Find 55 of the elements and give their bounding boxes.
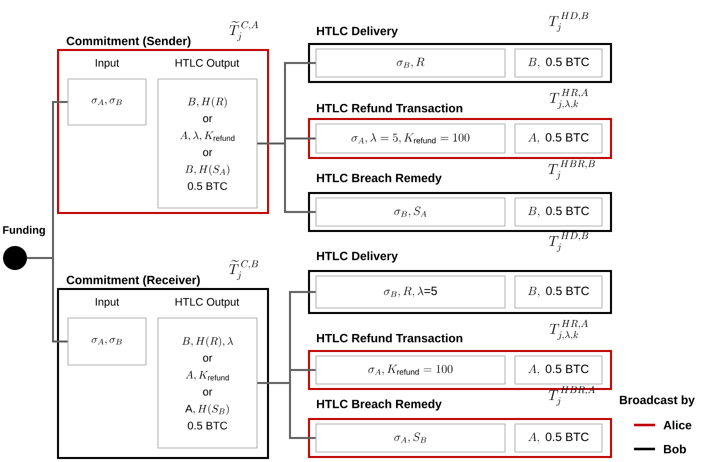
node-label: $\text{A}, H(S_B)$ (185, 404, 229, 416)
transaction-symbol: $\widetilde{T}_j^{\,C,A}$ (229, 21, 258, 42)
field-box: $A,\ \text{0.5 BTC}$ (514, 424, 602, 452)
transaction-symbol: $T_{j,\lambda,k}^{\,HR,A}$ (550, 320, 588, 340)
field-box: $B,\ \text{0.5 BTC}$ (514, 198, 602, 226)
column-heading: Input (96, 298, 120, 308)
node-label: or (203, 390, 212, 396)
box-title: Commitment (Sender) (66, 36, 190, 48)
field-box: $B,\ \text{0.5 BTC}$ (514, 48, 602, 78)
column-heading: Input (96, 59, 120, 69)
box-title: HTLC Refund Transaction (317, 334, 462, 342)
node-label: or (203, 356, 212, 362)
connector-line (27, 257, 68, 342)
field-box: $A,\ \text{0.5 BTC}$ (514, 356, 602, 384)
box-title: HTLC Delivery (317, 251, 398, 263)
node-label: $A, \lambda, K_{\mathrm{refund}}$ (180, 131, 234, 142)
transaction-symbol: $T_{j,\lambda,k}^{\,HR,A}$ (550, 88, 588, 110)
connector-line (257, 142, 316, 213)
legend-label: Alice (664, 420, 692, 430)
box-title: HTLC Breach Remedy (317, 173, 442, 185)
column-heading: HTLC Output (176, 298, 240, 308)
node-caption: Funding (3, 226, 45, 236)
transaction-symbol: $T_j^{\,HD,B}$ (548, 232, 588, 252)
field-box: $\sigma_B, R$ (316, 48, 506, 78)
node-label: 0.5 BTC (188, 182, 228, 190)
box-title: Commitment (Receiver) (66, 275, 200, 287)
transaction-symbol: $\widetilde{T}_j^{\,C,B}$ (229, 260, 258, 280)
node-label: $B, H(S_A)$ (185, 164, 230, 176)
transaction-symbol: $T_j^{\,HBR,B}$ (548, 160, 595, 180)
connector-line (257, 382, 316, 439)
legend-label: Bob (664, 444, 686, 454)
field-box: $B, H(R)$ or $A, \lambda, K_{\mathrm{refund}}$ or $B, H(S_A)$ 0.5 BTC (158, 78, 258, 208)
field-box: $\sigma_B, R, \lambda\text{=5}$ (316, 276, 506, 308)
transaction-symbol: $T_j^{\,HBR,A}$ (548, 386, 595, 406)
field-box: $\sigma_A, \lambda = 5, K_{\mathrm{refund}} = 100$ (316, 124, 506, 154)
box-title: HTLC Delivery (317, 26, 398, 38)
column-heading: HTLC Output (176, 59, 240, 69)
node-label: or (203, 150, 212, 156)
node-label: $A, K_{\mathrm{refund}}$ (186, 370, 229, 381)
field-box: $B,\ \text{0.5 BTC}$ (514, 276, 602, 308)
field-box: $\sigma_A, \sigma_B$ (68, 318, 146, 366)
node-label: $B, H(R)$ (188, 97, 227, 108)
node-label: or (203, 116, 212, 122)
field-box: $A,\ \text{0.5 BTC}$ (514, 124, 602, 154)
box-title: HTLC Breach Remedy (317, 399, 442, 411)
legend-title: Broadcast by (620, 395, 695, 407)
transaction-symbol: $T_j^{\,HD,B}$ (548, 12, 588, 32)
field-box: $\sigma_A, K_{\mathrm{refund}} = 100$ (316, 356, 506, 384)
field-box: $B, H(R), \lambda$ or $A, K_{\mathrm{refund}}$ or $\text{A}, H(S_B)$ 0.5 BTC (158, 318, 258, 448)
field-box: $\sigma_A, S_B$ (316, 424, 506, 452)
box-title: HTLC Refund Transaction (317, 104, 462, 112)
field-box: $\sigma_A, \sigma_B$ (68, 78, 146, 126)
node-label: 0.5 BTC (188, 422, 228, 430)
field-box: $\sigma_B, S_A$ (316, 198, 506, 226)
node-label: $B, H(R), \lambda$ (182, 336, 233, 348)
